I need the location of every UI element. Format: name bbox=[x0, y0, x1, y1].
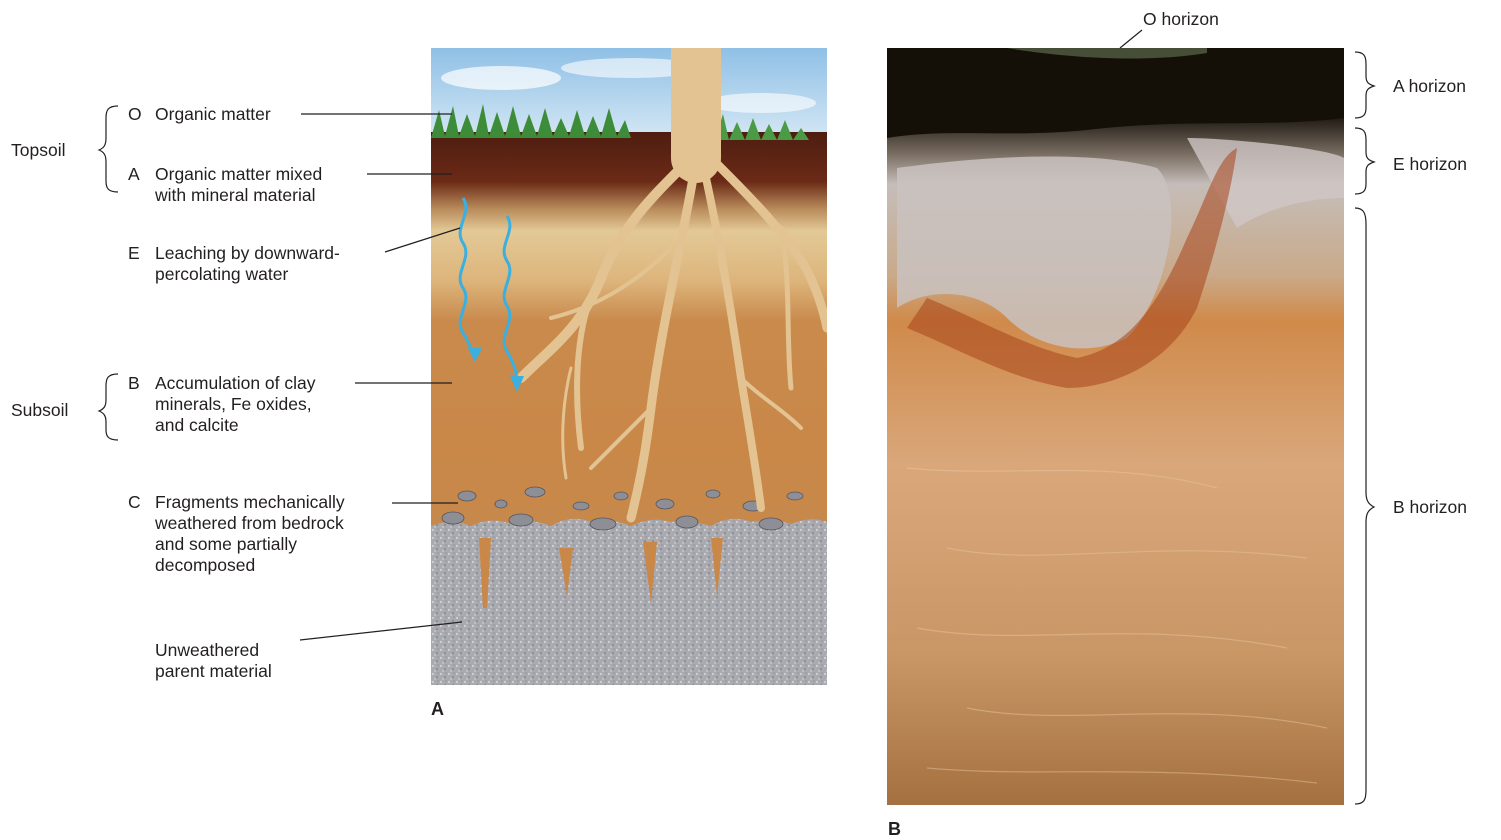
horizon-a-desc-line-2: with mineral material bbox=[155, 185, 322, 206]
leader-e bbox=[385, 228, 460, 252]
horizon-letter-b: B bbox=[128, 373, 140, 394]
subsoil-label: Subsoil bbox=[11, 400, 68, 421]
horizon-b-desc-line-3: and calcite bbox=[155, 415, 316, 436]
horizon-letter-o: O bbox=[128, 104, 142, 125]
subsoil-brace bbox=[99, 374, 118, 440]
a-horizon-brace bbox=[1355, 52, 1374, 118]
horizon-e-desc-line-2: percolating water bbox=[155, 264, 340, 285]
o-horizon-label: O horizon bbox=[1143, 9, 1219, 30]
leader-parent bbox=[300, 622, 462, 640]
parent-material-desc-line-2: parent material bbox=[155, 661, 272, 682]
topsoil-label: Topsoil bbox=[11, 140, 65, 161]
horizon-c-desc: Fragments mechanically weathered from be… bbox=[155, 492, 345, 576]
horizon-c-desc-line-1: Fragments mechanically bbox=[155, 492, 345, 513]
parent-material-desc: Unweathered parent material bbox=[155, 640, 272, 682]
e-horizon-label: E horizon bbox=[1393, 154, 1467, 175]
horizon-b-desc: Accumulation of clay minerals, Fe oxides… bbox=[155, 373, 316, 436]
horizon-letter-c: C bbox=[128, 492, 141, 513]
horizon-b-desc-line-2: minerals, Fe oxides, bbox=[155, 394, 316, 415]
parent-material-desc-line-1: Unweathered bbox=[155, 640, 272, 661]
horizon-a-desc: Organic matter mixed with mineral materi… bbox=[155, 164, 322, 206]
b-horizon-brace bbox=[1355, 208, 1374, 804]
horizon-e-desc: Leaching by downward- percolating water bbox=[155, 243, 340, 285]
b-horizon-label: B horizon bbox=[1393, 497, 1467, 518]
horizon-o-desc-line: Organic matter bbox=[155, 104, 271, 125]
horizon-b-desc-line-1: Accumulation of clay bbox=[155, 373, 316, 394]
topsoil-brace bbox=[99, 106, 118, 192]
a-horizon-label: A horizon bbox=[1393, 76, 1466, 97]
e-horizon-brace bbox=[1355, 128, 1374, 194]
horizon-c-desc-line-2: weathered from bedrock bbox=[155, 513, 345, 534]
horizon-c-desc-line-4: decomposed bbox=[155, 555, 345, 576]
horizon-letter-a: A bbox=[128, 164, 140, 185]
leader-o-horizon bbox=[1120, 30, 1142, 48]
horizon-a-desc-line-1: Organic matter mixed bbox=[155, 164, 322, 185]
horizon-c-desc-line-3: and some partially bbox=[155, 534, 345, 555]
panel-label-b: B bbox=[888, 819, 901, 840]
horizon-e-desc-line-1: Leaching by downward- bbox=[155, 243, 340, 264]
horizon-o-desc: Organic matter bbox=[155, 104, 271, 125]
horizon-letter-e: E bbox=[128, 243, 140, 264]
panel-label-a: A bbox=[431, 699, 444, 720]
